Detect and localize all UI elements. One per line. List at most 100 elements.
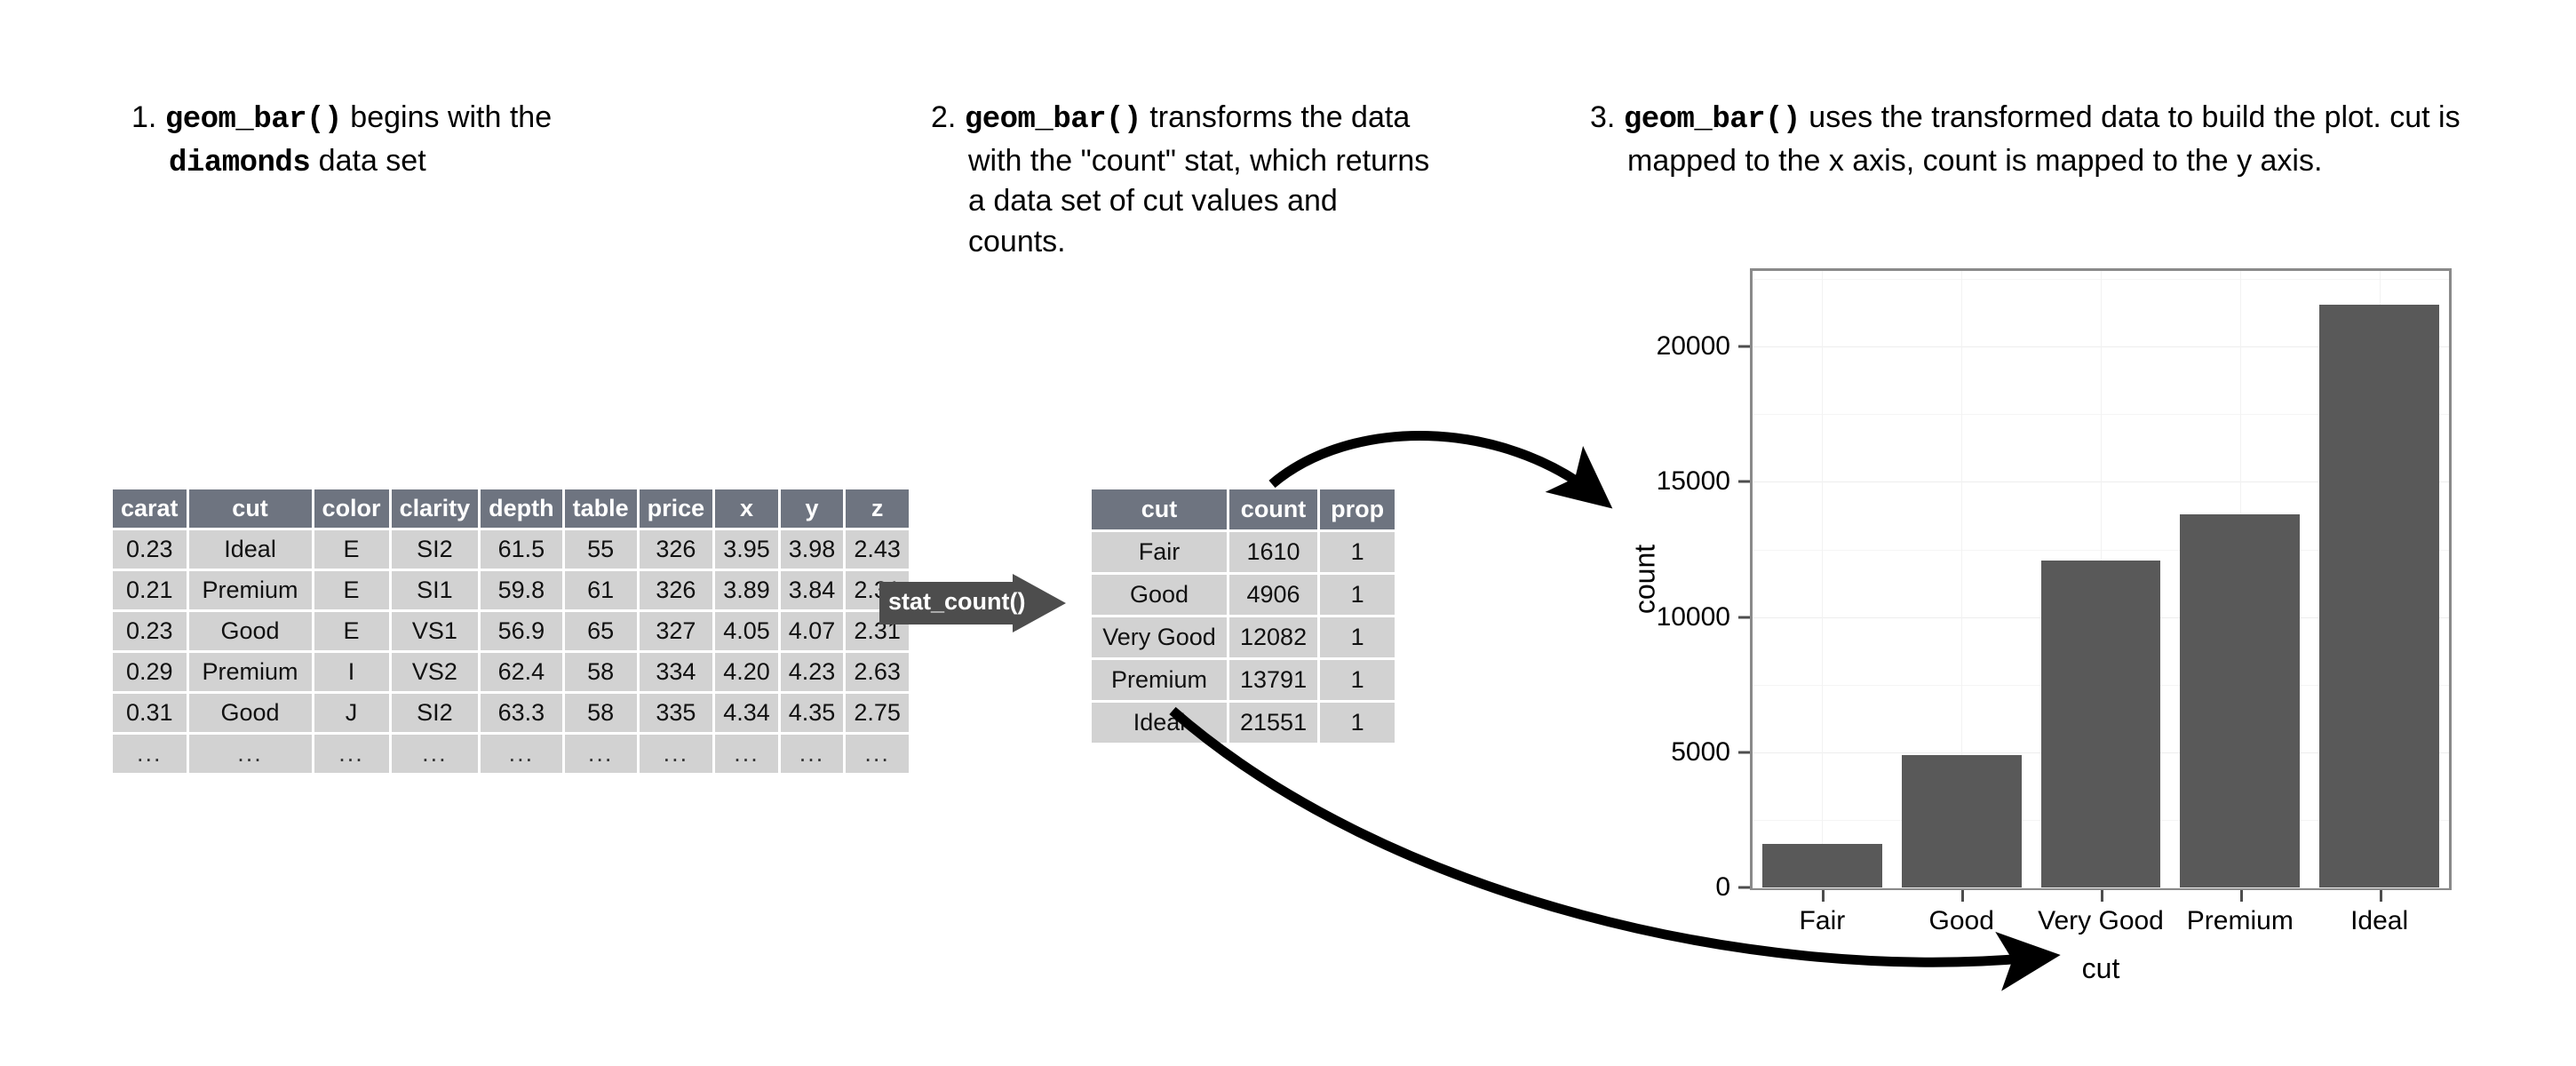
diamonds-table-cell: ... — [391, 735, 479, 773]
diamonds-table-cell: E — [314, 612, 389, 650]
x-tick-mark — [1961, 890, 1965, 902]
diamonds-table-cell: SI2 — [391, 694, 479, 732]
caption-step-1-text-a: begins with the — [341, 100, 553, 134]
diamonds-table-cell: 4.35 — [780, 694, 844, 732]
caption-step-3-text: uses the transformed data to build the p… — [1627, 100, 2461, 178]
count-table-cell: 1 — [1320, 617, 1395, 657]
diamonds-table-cell: 334 — [639, 653, 713, 691]
diamonds-table-cell: 2.63 — [846, 653, 909, 691]
count-table-cell: 1610 — [1229, 532, 1318, 572]
diamonds-table-column-header: carat — [113, 489, 187, 528]
diamonds-table-cell: 63.3 — [481, 694, 562, 732]
diamonds-table-column-header: cut — [188, 489, 312, 528]
diamonds-table-cell: I — [314, 653, 389, 691]
diamonds-table-cell: 3.89 — [715, 571, 778, 609]
diamonds-table-cell: 0.29 — [113, 653, 187, 691]
diamonds-table-row: .............................. — [113, 735, 909, 773]
count-table-cell: Premium — [1092, 660, 1227, 700]
diamonds-table-cell: 326 — [639, 571, 713, 609]
x-tick-label: Very Good — [2038, 906, 2164, 935]
gridline-vertical — [1822, 271, 1824, 887]
count-table-column-header: cut — [1092, 489, 1227, 529]
diamonds-table-cell: Good — [188, 694, 312, 732]
plot-panel — [1750, 268, 2452, 890]
diamonds-table-cell: 58 — [564, 653, 637, 691]
y-tick-mark — [1738, 751, 1750, 754]
count-table-cell: 13791 — [1229, 660, 1318, 700]
y-tick-mark — [1738, 616, 1750, 619]
diamonds-table-column-header: price — [639, 489, 713, 528]
gridline-major — [1753, 887, 2449, 888]
diamonds-table-cell: 4.34 — [715, 694, 778, 732]
caption-step-2-text: transforms the data with the "count" sta… — [968, 100, 1430, 259]
caption-step-1-code-diamonds: diamonds — [169, 146, 311, 180]
count-table-cell: Fair — [1092, 532, 1227, 572]
stat-count-arrow-label: stat_count() — [888, 588, 1026, 615]
y-tick-label: 20000 — [1656, 331, 1730, 362]
caption-step-3: 3. geom_bar() uses the transformed data … — [1590, 98, 2569, 181]
caption-step-3-code-geom-bar: geom_bar() — [1623, 103, 1801, 137]
x-tick-mark — [2379, 890, 2382, 902]
diamonds-table-cell: 0.23 — [113, 530, 187, 569]
diamonds-table-cell: 4.23 — [780, 653, 844, 691]
x-axis-title: cut — [2081, 952, 2120, 984]
diamonds-table-column-header: table — [564, 489, 637, 528]
caption-step-1: 1. geom_bar() begins with the diamonds d… — [131, 98, 631, 184]
diamonds-table-column-header: depth — [481, 489, 562, 528]
y-tick-label: 0 — [1715, 872, 1730, 902]
diamonds-table-cell: Premium — [188, 653, 312, 691]
diamonds-table-cell: SI1 — [391, 571, 479, 609]
diamonds-table-cell: VS2 — [391, 653, 479, 691]
count-table-cell: Good — [1092, 575, 1227, 615]
diamonds-table-cell: 3.98 — [780, 530, 844, 569]
diamonds-table-cell: VS1 — [391, 612, 479, 650]
diamonds-table-cell: 4.07 — [780, 612, 844, 650]
count-table-cell: 12082 — [1229, 617, 1318, 657]
diamonds-table-cell: Premium — [188, 571, 312, 609]
count-table-cell: 1 — [1320, 532, 1395, 572]
count-table-cell: 1 — [1320, 660, 1395, 700]
x-tick-mark — [2101, 890, 2103, 902]
stat-count-arrow-shaft — [879, 582, 1014, 624]
diamonds-table-cell: ... — [846, 735, 909, 773]
diamonds-table-cell: 56.9 — [481, 612, 562, 650]
count-table-cell: 4906 — [1229, 575, 1318, 615]
x-tick-label: Fair — [1799, 906, 1846, 935]
diamonds-table-cell: 0.31 — [113, 694, 187, 732]
count-table-cell: 1 — [1320, 703, 1395, 743]
y-tick-label: 10000 — [1656, 601, 1730, 632]
stat-count-arrow: stat_count() — [879, 574, 1066, 632]
stat-count-arrow-head-icon — [1013, 574, 1066, 632]
bar-very-good — [2040, 561, 2161, 887]
caption-step-2-code-geom-bar: geom_bar() — [964, 103, 1142, 137]
caption-step-1-number: 1. — [131, 100, 157, 134]
diamonds-table-cell: 4.05 — [715, 612, 778, 650]
diamonds-table-cell: 58 — [564, 694, 637, 732]
caption-step-1-text-b: data set — [310, 143, 426, 178]
diamonds-table-cell: ... — [639, 735, 713, 773]
diamonds-table-cell: ... — [188, 735, 312, 773]
diamonds-table-column-header: x — [715, 489, 778, 528]
diamonds-table-cell: ... — [113, 735, 187, 773]
x-tick-label: Good — [1928, 906, 1994, 935]
bar-premium — [2180, 514, 2301, 887]
diamonds-table-column-header: z — [846, 489, 909, 528]
diamonds-table-cell: 3.95 — [715, 530, 778, 569]
diamonds-table-cell: Ideal — [188, 530, 312, 569]
diamonds-table-cell: 327 — [639, 612, 713, 650]
diamonds-table-cell: Good — [188, 612, 312, 650]
